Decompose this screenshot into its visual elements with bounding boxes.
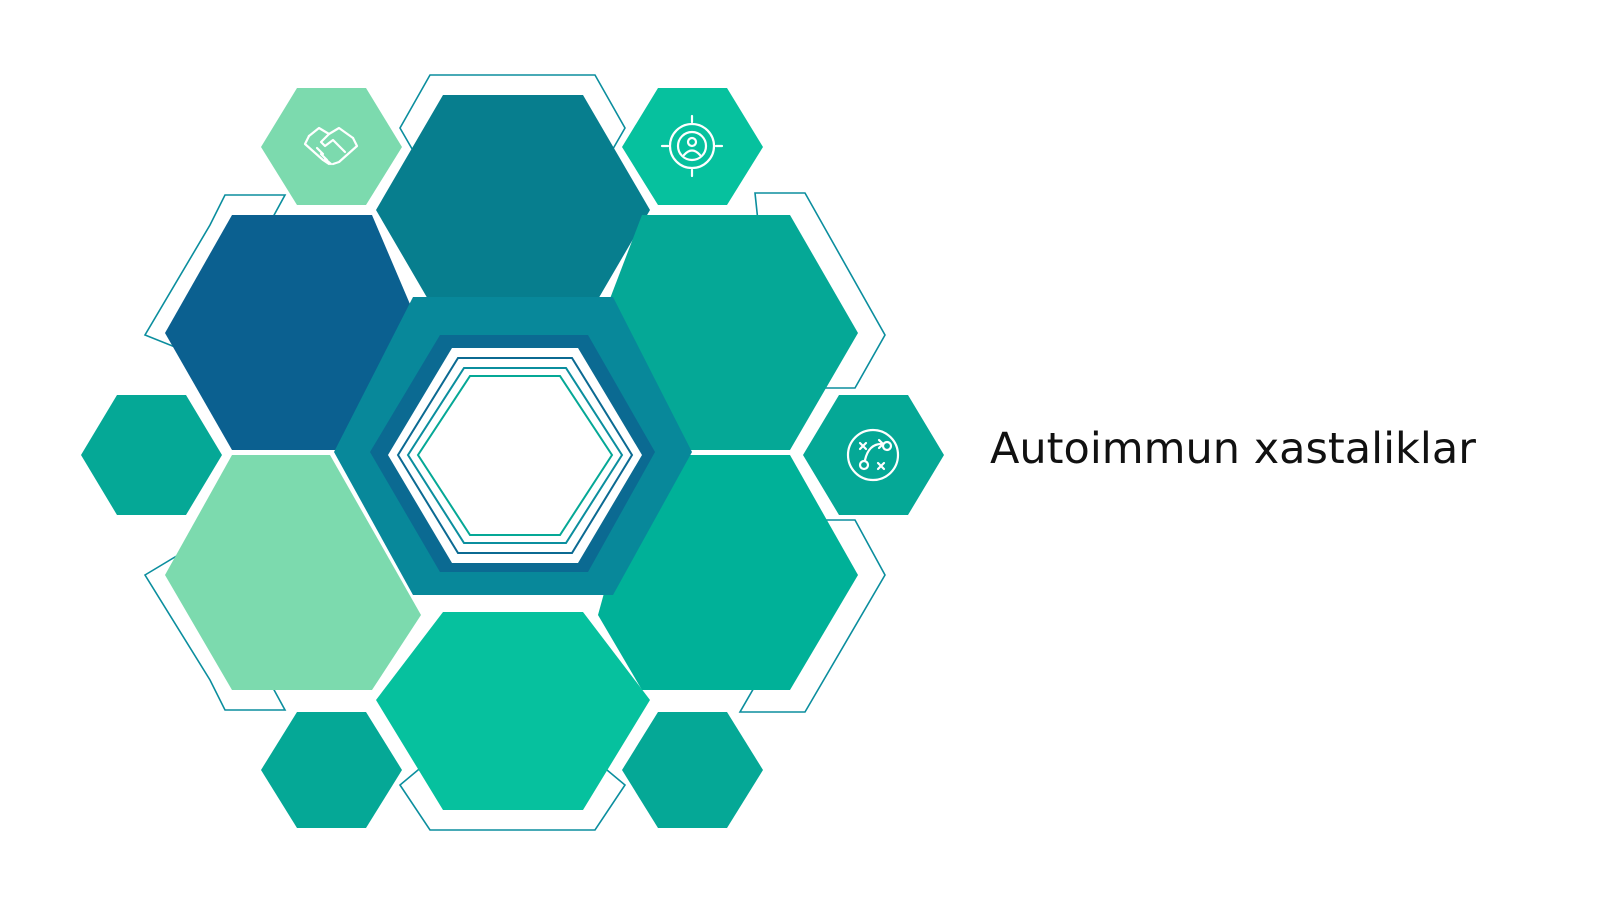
strategy-plan-icon xyxy=(846,428,900,482)
petal-hex-lower-left xyxy=(165,455,421,690)
hexagon-graphic xyxy=(81,74,944,831)
small-hex-left xyxy=(81,395,222,515)
petal-hex-bottom xyxy=(376,612,650,810)
petal-hex-upper-right xyxy=(598,215,858,450)
small-hex-bottom-left xyxy=(261,712,402,828)
handshake-icon xyxy=(303,126,359,166)
petal-hex-top xyxy=(376,95,650,325)
center-hex-line-2 xyxy=(406,367,624,544)
slide-title: Autoimmun xastaliklar xyxy=(990,424,1476,474)
petal-hex-upper-left xyxy=(165,215,421,450)
small-hex-bottom-right xyxy=(622,712,763,828)
small-hex-top-left xyxy=(261,88,402,205)
center-hex-line-1 xyxy=(396,357,634,554)
target-person-icon xyxy=(660,114,724,178)
center-hex-line-3 xyxy=(416,375,614,536)
small-hex-right xyxy=(803,395,944,515)
petal-hex-lower-right xyxy=(598,455,858,690)
